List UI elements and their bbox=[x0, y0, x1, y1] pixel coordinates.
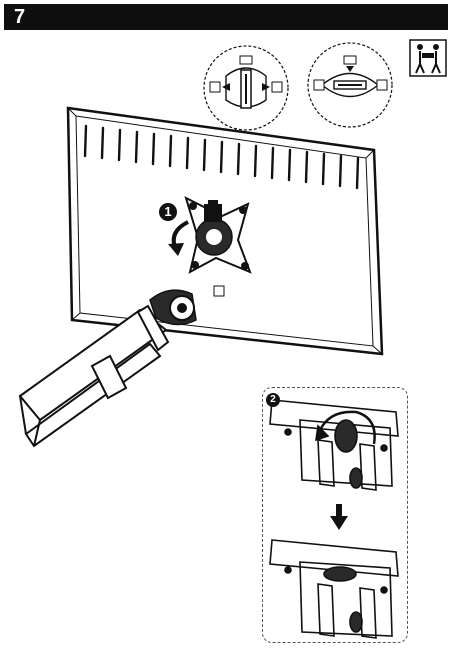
vesa-mount-plate bbox=[184, 196, 252, 274]
detail-circle-vertical bbox=[203, 45, 289, 131]
monitor-arm bbox=[18, 304, 170, 448]
two-person-lift-icon bbox=[409, 39, 447, 77]
down-arrow-icon bbox=[330, 504, 348, 530]
inset-top-drawing bbox=[269, 399, 399, 491]
callout-badge-2: 2 bbox=[266, 393, 280, 407]
vent-slots bbox=[83, 124, 360, 190]
curved-arrow-icon bbox=[168, 220, 189, 256]
step-number: 7 bbox=[14, 6, 26, 28]
inset-panel bbox=[262, 387, 408, 643]
detail-circle-horizontal bbox=[307, 42, 393, 128]
callout-badge-1: 1 bbox=[159, 203, 177, 221]
arm-joint bbox=[149, 285, 225, 326]
step-header-bar: 7 bbox=[4, 4, 448, 30]
inset-bottom-drawing bbox=[269, 539, 399, 639]
